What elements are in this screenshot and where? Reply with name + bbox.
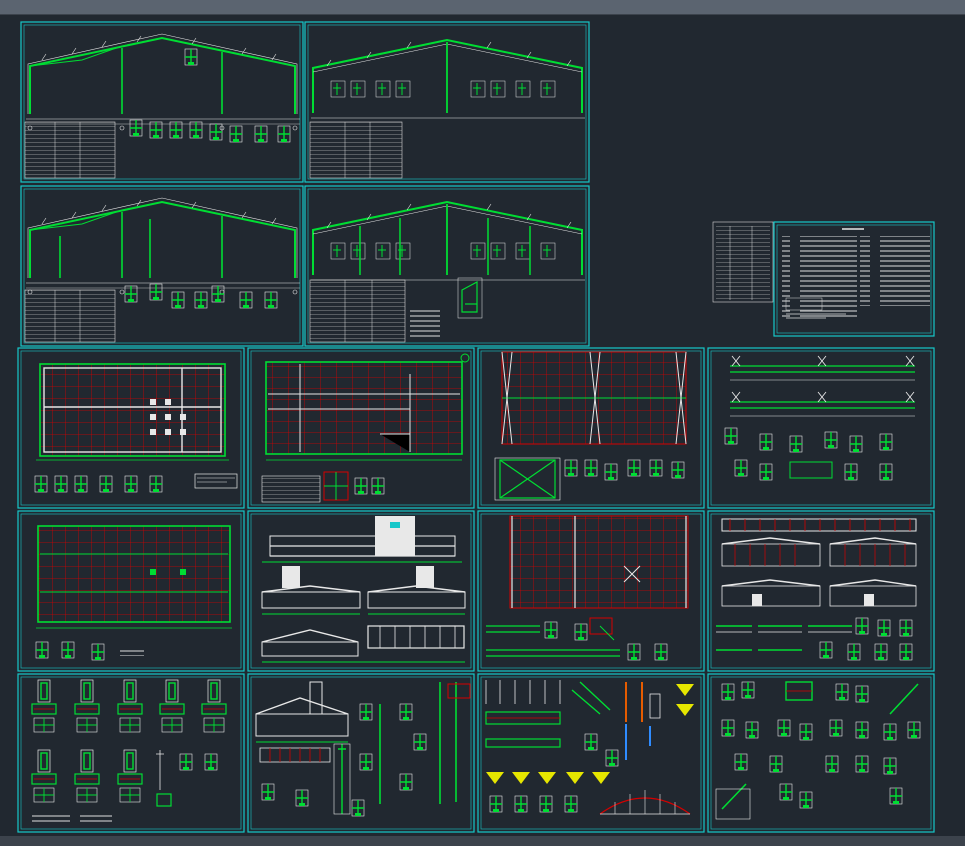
sheet-wall-section-details[interactable] [247, 673, 475, 833]
sheet-building-elevations[interactable] [247, 510, 475, 672]
sheet-frame-elevation-2[interactable] [304, 21, 590, 183]
sheet-frame-elevation-3[interactable] [20, 185, 304, 347]
sheet-wall-girt-plan[interactable] [477, 510, 705, 672]
cad-drawing-canvas[interactable] [0, 14, 965, 836]
sheet-frame-elevation-1[interactable] [20, 21, 304, 183]
sheet-bracing-plan[interactable] [477, 347, 705, 509]
sheet-joint-details[interactable] [707, 673, 935, 833]
status-bar [0, 836, 965, 846]
sheet-truss-details[interactable] [477, 673, 705, 833]
window-title-bar [0, 0, 965, 15]
sheet-foundation-plan[interactable] [17, 510, 245, 672]
sheet-wall-elevation-details[interactable] [707, 510, 935, 672]
sheet-column-layout-plan[interactable] [17, 347, 245, 509]
sheet-roof-plan[interactable] [247, 347, 475, 509]
sheet-frame-elevation-4[interactable] [304, 185, 590, 347]
sheet-purlin-elevation[interactable] [707, 347, 935, 509]
sheet-design-notes[interactable] [712, 221, 935, 337]
sheet-foundation-details[interactable] [17, 673, 245, 833]
